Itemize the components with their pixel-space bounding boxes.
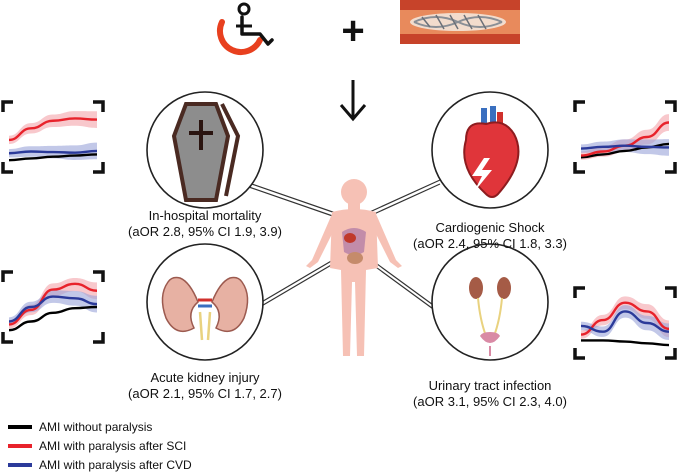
series-without-paralysis-line <box>581 339 670 347</box>
series-without-paralysis-line <box>8 153 98 162</box>
down-arrow-icon <box>339 80 367 122</box>
panel-bracket <box>1 162 13 174</box>
panel-bracket <box>573 100 585 112</box>
panel-bracket <box>573 286 585 298</box>
series-sci-line <box>580 301 670 336</box>
panel-bracket <box>93 100 105 112</box>
series-sci-line <box>8 282 98 326</box>
series-sci-ci-band <box>9 278 97 329</box>
urinary-tract-icon <box>431 243 549 361</box>
series-cvd-line <box>8 149 98 155</box>
legend-item: AMI with paralysis after CVD <box>8 456 192 473</box>
legend-item: AMI without paralysis <box>8 418 192 435</box>
outcome-name: Urinary tract infection <box>428 378 552 393</box>
kidney-icon <box>146 243 264 361</box>
panel-bracket <box>573 162 585 174</box>
outcome-stats: (aOR 2.4, 95% CI 1.8, 3.3) <box>413 236 567 251</box>
chart-panel-mortality <box>1 100 105 174</box>
stent-icon <box>400 0 520 44</box>
outcome-name: Acute kidney injury <box>150 370 260 385</box>
caption-urinary-tract-infection: Urinary tract infection (aOR 3.1, 95% CI… <box>400 378 580 410</box>
outcome-stats: (aOR 3.1, 95% CI 2.3, 4.0) <box>413 394 567 409</box>
panel-bracket <box>93 270 105 282</box>
series-cvd-line <box>8 295 98 323</box>
series-cvd-line <box>580 310 670 333</box>
legend-swatch-black <box>8 424 32 429</box>
heart-icon <box>431 91 549 209</box>
series-sci-ci-band <box>9 111 97 145</box>
panel-bracket <box>1 270 13 282</box>
series-cvd-line <box>580 144 670 150</box>
panel-bracket <box>1 100 13 112</box>
series-sci-ci-band <box>581 296 669 339</box>
legend: AMI without paralysis AMI with paralysis… <box>8 418 192 475</box>
outcome-name: Cardiogenic Shock <box>435 220 545 235</box>
plus-sign: + <box>341 9 364 53</box>
legend-label: AMI with paralysis after CVD <box>39 457 192 472</box>
panel-bracket <box>665 100 677 112</box>
caption-mortality: In-hospital mortality (aOR 2.8, 95% CI 1… <box>120 208 290 240</box>
chart-panel-cardiogenic-shock <box>573 100 677 174</box>
legend-label: AMI without paralysis <box>39 419 153 434</box>
panel-bracket <box>93 162 105 174</box>
panel-bracket <box>573 348 585 360</box>
panel-bracket <box>93 332 105 344</box>
human-body-figure <box>306 179 402 356</box>
panel-bracket <box>1 332 13 344</box>
series-without-paralysis-line <box>8 305 98 332</box>
legend-item: AMI with paralysis after SCI <box>8 437 192 454</box>
legend-swatch-blue <box>8 462 32 467</box>
outcome-name: In-hospital mortality <box>148 208 262 223</box>
outcome-stats: (aOR 2.8, 95% CI 1.9, 3.9) <box>128 224 282 239</box>
legend-label: AMI with paralysis after SCI <box>39 438 187 453</box>
panel-bracket <box>665 286 677 298</box>
panel-bracket <box>665 162 677 174</box>
legend-swatch-red <box>8 443 32 448</box>
wheelchair-icon <box>217 2 274 55</box>
caption-cardiogenic-shock: Cardiogenic Shock (aOR 2.4, 95% CI 1.8, … <box>405 220 575 252</box>
outcome-stats: (aOR 2.1, 95% CI 1.7, 2.7) <box>128 386 282 401</box>
caption-kidney-injury: Acute kidney injury (aOR 2.1, 95% CI 1.7… <box>120 370 290 402</box>
coffin-icon <box>146 91 264 209</box>
series-sci-line <box>8 117 98 142</box>
chart-panel-kidney-injury <box>1 270 105 344</box>
chart-panel-urinary-tract-infection <box>573 286 677 360</box>
panel-bracket <box>665 348 677 360</box>
